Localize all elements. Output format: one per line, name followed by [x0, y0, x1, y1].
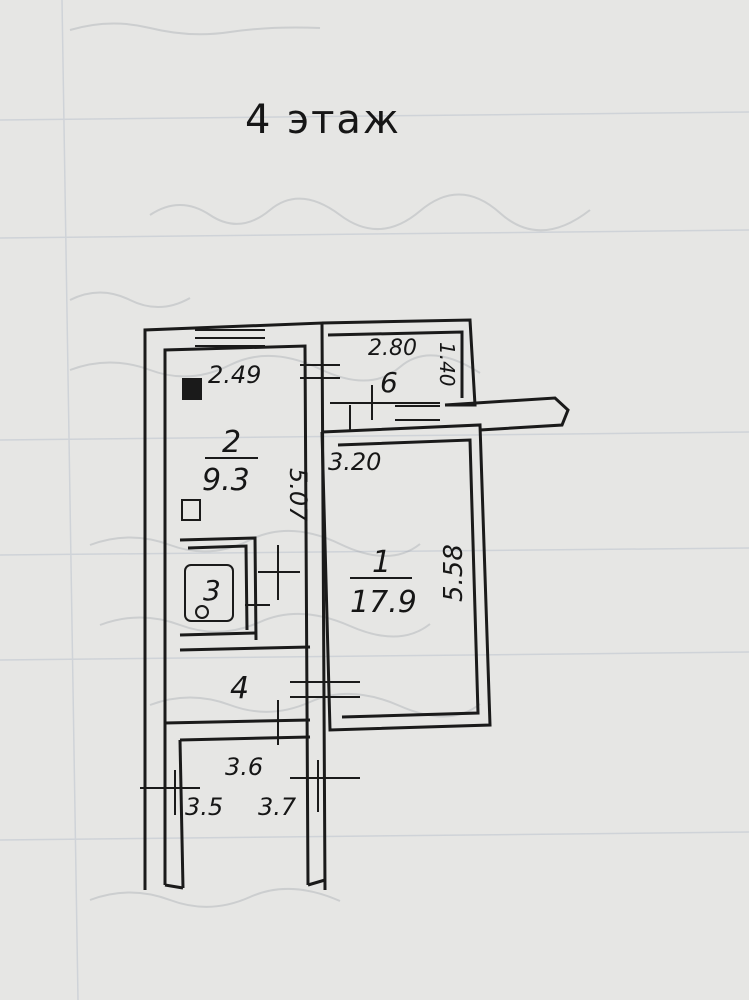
washbasin-icon [195, 605, 209, 619]
bathtub-icon [184, 564, 234, 622]
dim-room-width: 3.20 [328, 448, 381, 476]
room-1-area: 17.9 [350, 585, 417, 620]
dim-stair-right: 3.7 [258, 793, 297, 821]
room-3-number: 3 [203, 574, 221, 607]
dimension-labels: 2.49 2.80 1.40 3.20 5.07 5.58 3.6 3.5 3.… [185, 336, 469, 821]
walls [143, 318, 570, 891]
dim-balcony-width: 1.40 [435, 342, 459, 387]
dim-corridor-width: 3.6 [225, 753, 263, 781]
room-2-number: 2 [222, 425, 241, 460]
dim-kitchen-length: 5.07 [284, 468, 312, 522]
fixtures [181, 378, 234, 622]
floor-title: 4 этаж [245, 97, 401, 143]
dim-kitchen-width: 2.49 [208, 361, 261, 389]
room-4-number: 4 [230, 671, 249, 706]
dim-balcony-length: 2.80 [368, 336, 417, 361]
dimension-ticks [140, 364, 373, 815]
room-2-area: 9.3 [202, 463, 250, 498]
room-6-number: 6 [380, 366, 398, 399]
dim-room-length: 5.58 [439, 544, 469, 602]
stove-icon [182, 378, 202, 400]
room-1-number: 1 [372, 545, 391, 580]
sink-icon [181, 499, 201, 521]
dim-stair-left: 3.5 [185, 793, 223, 821]
room-labels: 2 9.3 1 17.9 3 4 6 [202, 366, 417, 706]
